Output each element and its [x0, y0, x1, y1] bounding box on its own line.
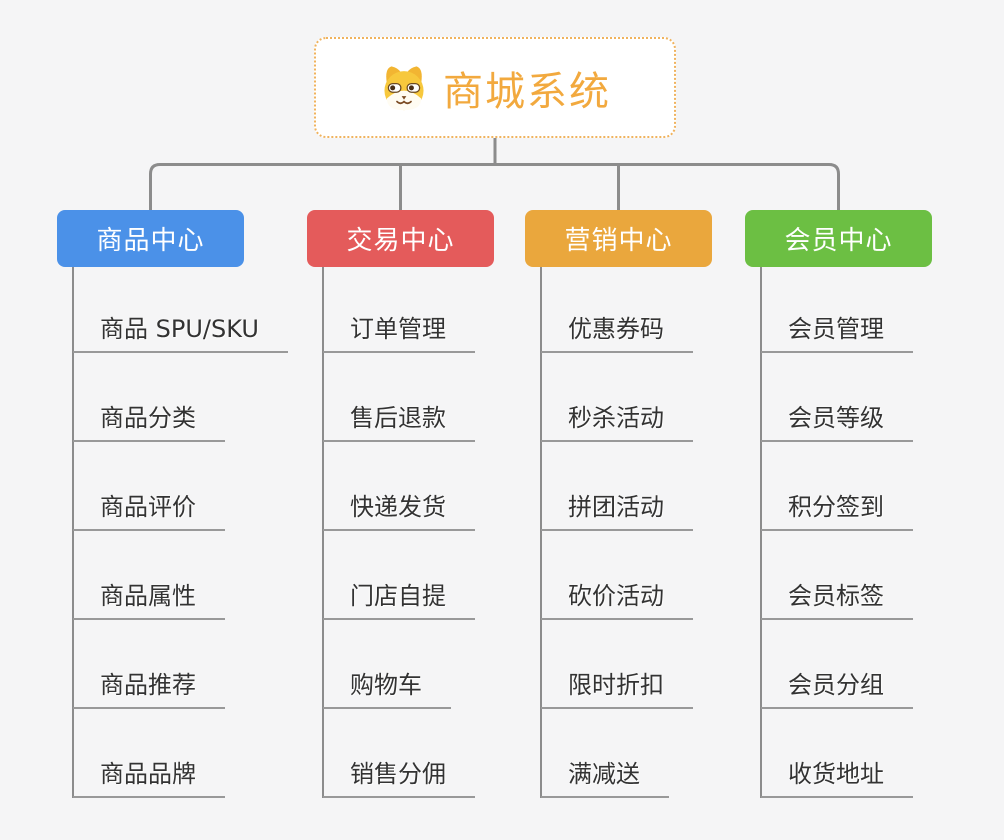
- item-label[interactable]: 商品属性: [73, 576, 225, 620]
- item-node: 商品评价: [73, 442, 288, 531]
- item-label[interactable]: 积分签到: [761, 487, 913, 531]
- item-node: 会员等级: [761, 353, 913, 442]
- branch-column-marketing: 营销中心 优惠券码 秒杀活动 拼团活动 砍价活动 限时折扣 满减送: [525, 210, 745, 798]
- item-label[interactable]: 优惠券码: [541, 309, 693, 353]
- branch-label: 营销中心: [564, 226, 673, 256]
- item-label[interactable]: 快递发货: [323, 487, 475, 531]
- branch-items: 订单管理 售后退款 快递发货 门店自提 购物车 销售分佣: [323, 267, 475, 798]
- item-node: 销售分佣: [323, 709, 475, 798]
- branch-items: 商品 SPU/SKU 商品分类 商品评价 商品属性 商品推荐 商品品牌: [73, 267, 288, 798]
- branch-box-member-center[interactable]: 会员中心: [745, 210, 932, 267]
- item-label[interactable]: 商品品牌: [73, 754, 225, 798]
- item-node: 商品属性: [73, 531, 288, 620]
- branch-box-trade-center[interactable]: 交易中心: [307, 210, 494, 267]
- item-node: 商品推荐: [73, 620, 288, 709]
- root-title: 商城系统: [443, 68, 611, 115]
- item-label[interactable]: 会员分组: [761, 665, 913, 709]
- branch-box-marketing-center[interactable]: 营销中心: [525, 210, 712, 267]
- item-label[interactable]: 会员标签: [761, 576, 913, 620]
- item-node: 订单管理: [323, 267, 475, 353]
- item-label[interactable]: 商品分类: [73, 398, 225, 442]
- item-node: 优惠券码: [541, 267, 693, 353]
- item-node: 购物车: [323, 620, 475, 709]
- item-node: 砍价活动: [541, 531, 693, 620]
- branch-column-product: 商品中心 商品 SPU/SKU 商品分类 商品评价 商品属性 商品推荐 商品品牌: [57, 210, 288, 798]
- item-label[interactable]: 收货地址: [761, 754, 913, 798]
- item-node: 商品品牌: [73, 709, 288, 798]
- item-node: 商品 SPU/SKU: [73, 267, 288, 353]
- item-label[interactable]: 商品推荐: [73, 665, 225, 709]
- item-label[interactable]: 商品 SPU/SKU: [73, 309, 288, 353]
- item-node: 满减送: [541, 709, 693, 798]
- branch-items: 会员管理 会员等级 积分签到 会员标签 会员分组 收货地址: [761, 267, 913, 798]
- trunk-line: [760, 267, 762, 798]
- item-node: 积分签到: [761, 442, 913, 531]
- item-node: 会员标签: [761, 531, 913, 620]
- item-node: 秒杀活动: [541, 353, 693, 442]
- item-node: 拼团活动: [541, 442, 693, 531]
- item-label[interactable]: 限时折扣: [541, 665, 693, 709]
- branch-column-member: 会员中心 会员管理 会员等级 积分签到 会员标签 会员分组 收货地址: [745, 210, 965, 798]
- item-node: 快递发货: [323, 442, 475, 531]
- item-node: 限时折扣: [541, 620, 693, 709]
- item-label[interactable]: 拼团活动: [541, 487, 693, 531]
- item-label[interactable]: 购物车: [323, 665, 451, 709]
- item-node: 门店自提: [323, 531, 475, 620]
- item-label[interactable]: 秒杀活动: [541, 398, 693, 442]
- item-node: 会员分组: [761, 620, 913, 709]
- branch-column-trade: 交易中心 订单管理 售后退款 快递发货 门店自提 购物车 销售分佣: [307, 210, 527, 798]
- item-label[interactable]: 门店自提: [323, 576, 475, 620]
- item-node: 售后退款: [323, 353, 475, 442]
- branch-label: 会员中心: [784, 226, 893, 256]
- item-label[interactable]: 会员管理: [761, 309, 913, 353]
- item-label[interactable]: 售后退款: [323, 398, 475, 442]
- item-label[interactable]: 商品评价: [73, 487, 225, 531]
- trunk-line: [72, 267, 74, 798]
- dog-face-icon: [379, 64, 429, 111]
- root-node-mall-system[interactable]: 商城系统: [314, 37, 676, 138]
- trunk-line: [322, 267, 324, 798]
- item-label[interactable]: 砍价活动: [541, 576, 693, 620]
- item-label[interactable]: 订单管理: [323, 309, 475, 353]
- item-label[interactable]: 会员等级: [761, 398, 913, 442]
- item-node: 收货地址: [761, 709, 913, 798]
- branch-box-product-center[interactable]: 商品中心: [57, 210, 244, 267]
- item-label[interactable]: 销售分佣: [323, 754, 475, 798]
- item-label[interactable]: 满减送: [541, 754, 669, 798]
- item-node: 商品分类: [73, 353, 288, 442]
- branch-items: 优惠券码 秒杀活动 拼团活动 砍价活动 限时折扣 满减送: [541, 267, 693, 798]
- trunk-line: [540, 267, 542, 798]
- item-node: 会员管理: [761, 267, 913, 353]
- branch-label: 交易中心: [346, 226, 455, 256]
- branch-label: 商品中心: [96, 226, 205, 256]
